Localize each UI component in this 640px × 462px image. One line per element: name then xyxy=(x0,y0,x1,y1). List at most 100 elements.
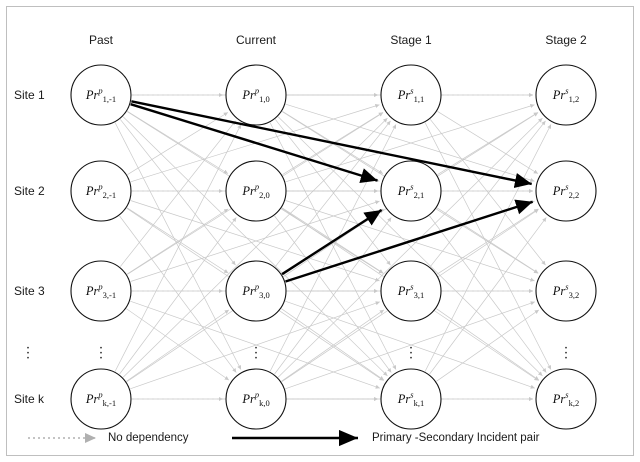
legend-label-no-dependency: No dependency xyxy=(108,432,189,444)
no-dependency-edge xyxy=(429,120,546,267)
node-subscript: 2,1 xyxy=(413,189,425,200)
row-ellipsis-stage2: ... xyxy=(564,336,568,363)
node-label: Prs2,2 xyxy=(553,181,579,200)
primary-secondary-edges xyxy=(130,100,534,283)
node-label: Prsk,1 xyxy=(397,390,425,408)
node-label: Prsk,2 xyxy=(552,389,579,408)
no-dependency-edges xyxy=(114,92,552,402)
node-superscript: p xyxy=(254,389,260,400)
no-dependency-edge xyxy=(277,116,543,377)
node-superscript: s xyxy=(565,181,569,192)
node-superscript: p xyxy=(254,85,260,96)
node-circles xyxy=(70,64,597,430)
node-label: Prp3,-1 xyxy=(86,281,117,300)
no-dependency-edge xyxy=(281,309,385,382)
no-dependency-edge xyxy=(437,112,539,175)
node-base: Pr xyxy=(85,392,99,407)
node-circle xyxy=(380,160,442,222)
no-dependency-edge xyxy=(130,200,380,282)
no-dependency-edge xyxy=(269,122,397,370)
node-base: Pr xyxy=(397,88,411,103)
node-subscript: k,1 xyxy=(413,397,425,408)
node-label: Prp1,-1 xyxy=(86,85,116,104)
node-label: Prs1,2 xyxy=(552,86,579,104)
node-circle xyxy=(535,64,597,126)
legend-label-primary-secondary: Primary -Secondary Incident pair xyxy=(372,432,540,444)
node-subscript: 3,1 xyxy=(413,289,425,300)
no-dependency-edge xyxy=(424,124,552,372)
row-label-site3: Site 3 xyxy=(14,284,45,298)
no-dependency-edge xyxy=(126,309,230,382)
node-circle xyxy=(225,368,287,430)
node-superscript: s xyxy=(410,181,414,192)
node-subscript: k,0 xyxy=(259,397,270,408)
node-label: Prp1,0 xyxy=(242,85,270,104)
no-dependency-edge xyxy=(436,309,540,382)
node-subscript: 3,-1 xyxy=(102,289,117,300)
node-label: Prs1,1 xyxy=(397,85,425,104)
no-dependency-edge xyxy=(126,207,229,274)
node-base: Pr xyxy=(397,392,411,407)
no-dependency-edge xyxy=(119,215,237,373)
node-superscript: p xyxy=(98,85,103,96)
node-circle xyxy=(380,64,442,126)
node-label: Prp2,-1 xyxy=(85,181,117,200)
node-subscript: 3,2 xyxy=(568,289,580,300)
node-superscript: p xyxy=(254,281,260,292)
node-label: Prs3,1 xyxy=(398,282,425,300)
node-superscript: p xyxy=(98,281,103,292)
node-label: Prp2,0 xyxy=(242,181,269,200)
primary-secondary-edge xyxy=(130,103,378,184)
node-base: Pr xyxy=(242,284,255,299)
no-dependency-edge xyxy=(437,111,539,174)
column-header-stage1: Stage 1 xyxy=(390,33,432,47)
column-header-stage2: Stage 2 xyxy=(545,33,587,47)
node-superscript: s xyxy=(565,389,569,400)
no-dependency-edge xyxy=(274,217,392,375)
no-dependency-edge xyxy=(127,111,229,174)
no-dependency-edge xyxy=(285,300,535,389)
node-base: Pr xyxy=(85,184,99,199)
no-dependency-edge xyxy=(269,124,397,372)
no-dependency-edge xyxy=(285,301,535,390)
row-label-site1: Site 1 xyxy=(14,88,45,102)
node-base: Pr xyxy=(242,392,255,407)
node-base: Pr xyxy=(242,184,255,199)
figure-border xyxy=(6,6,634,456)
no-dependency-edge xyxy=(429,215,547,373)
no-dependency-edge xyxy=(429,119,546,266)
no-dependency-edge xyxy=(122,117,388,378)
primary-secondary-edge xyxy=(131,100,532,189)
no-dependency-edge xyxy=(126,308,230,381)
node-base: Pr xyxy=(552,392,566,407)
node-subscript: 1,0 xyxy=(259,93,270,104)
no-dependency-edge xyxy=(119,217,237,375)
node-label: Prs3,2 xyxy=(552,282,580,300)
column-header-past: Past xyxy=(88,33,114,47)
node-label: Prs2,1 xyxy=(398,181,425,200)
row-ellipsis-sitelabels: ... xyxy=(26,336,30,363)
node-circle xyxy=(535,368,597,430)
node-base: Pr xyxy=(552,284,566,299)
row-ellipsis-past: ... xyxy=(99,336,103,363)
no-dependency-edge xyxy=(281,308,385,381)
node-circle xyxy=(535,160,597,222)
no-dependency-edge xyxy=(126,208,229,275)
row-ellipsis-stage1: ... xyxy=(409,336,413,363)
node-superscript: p xyxy=(98,181,103,192)
node-circle xyxy=(380,260,442,322)
node-superscript: p xyxy=(254,181,260,192)
node-superscript: s xyxy=(410,85,414,96)
node-subscript: 2,-1 xyxy=(102,189,117,200)
node-circle xyxy=(70,260,132,322)
no-dependency-edge xyxy=(274,120,391,267)
node-base: Pr xyxy=(552,88,566,103)
node-circle xyxy=(225,260,287,322)
column-header-current: Current xyxy=(235,33,277,47)
node-subscript: 3,0 xyxy=(259,289,270,300)
node-label: Prpk,0 xyxy=(242,389,270,408)
node-subscript: 1,1 xyxy=(413,93,425,104)
node-superscript: p xyxy=(98,389,103,400)
